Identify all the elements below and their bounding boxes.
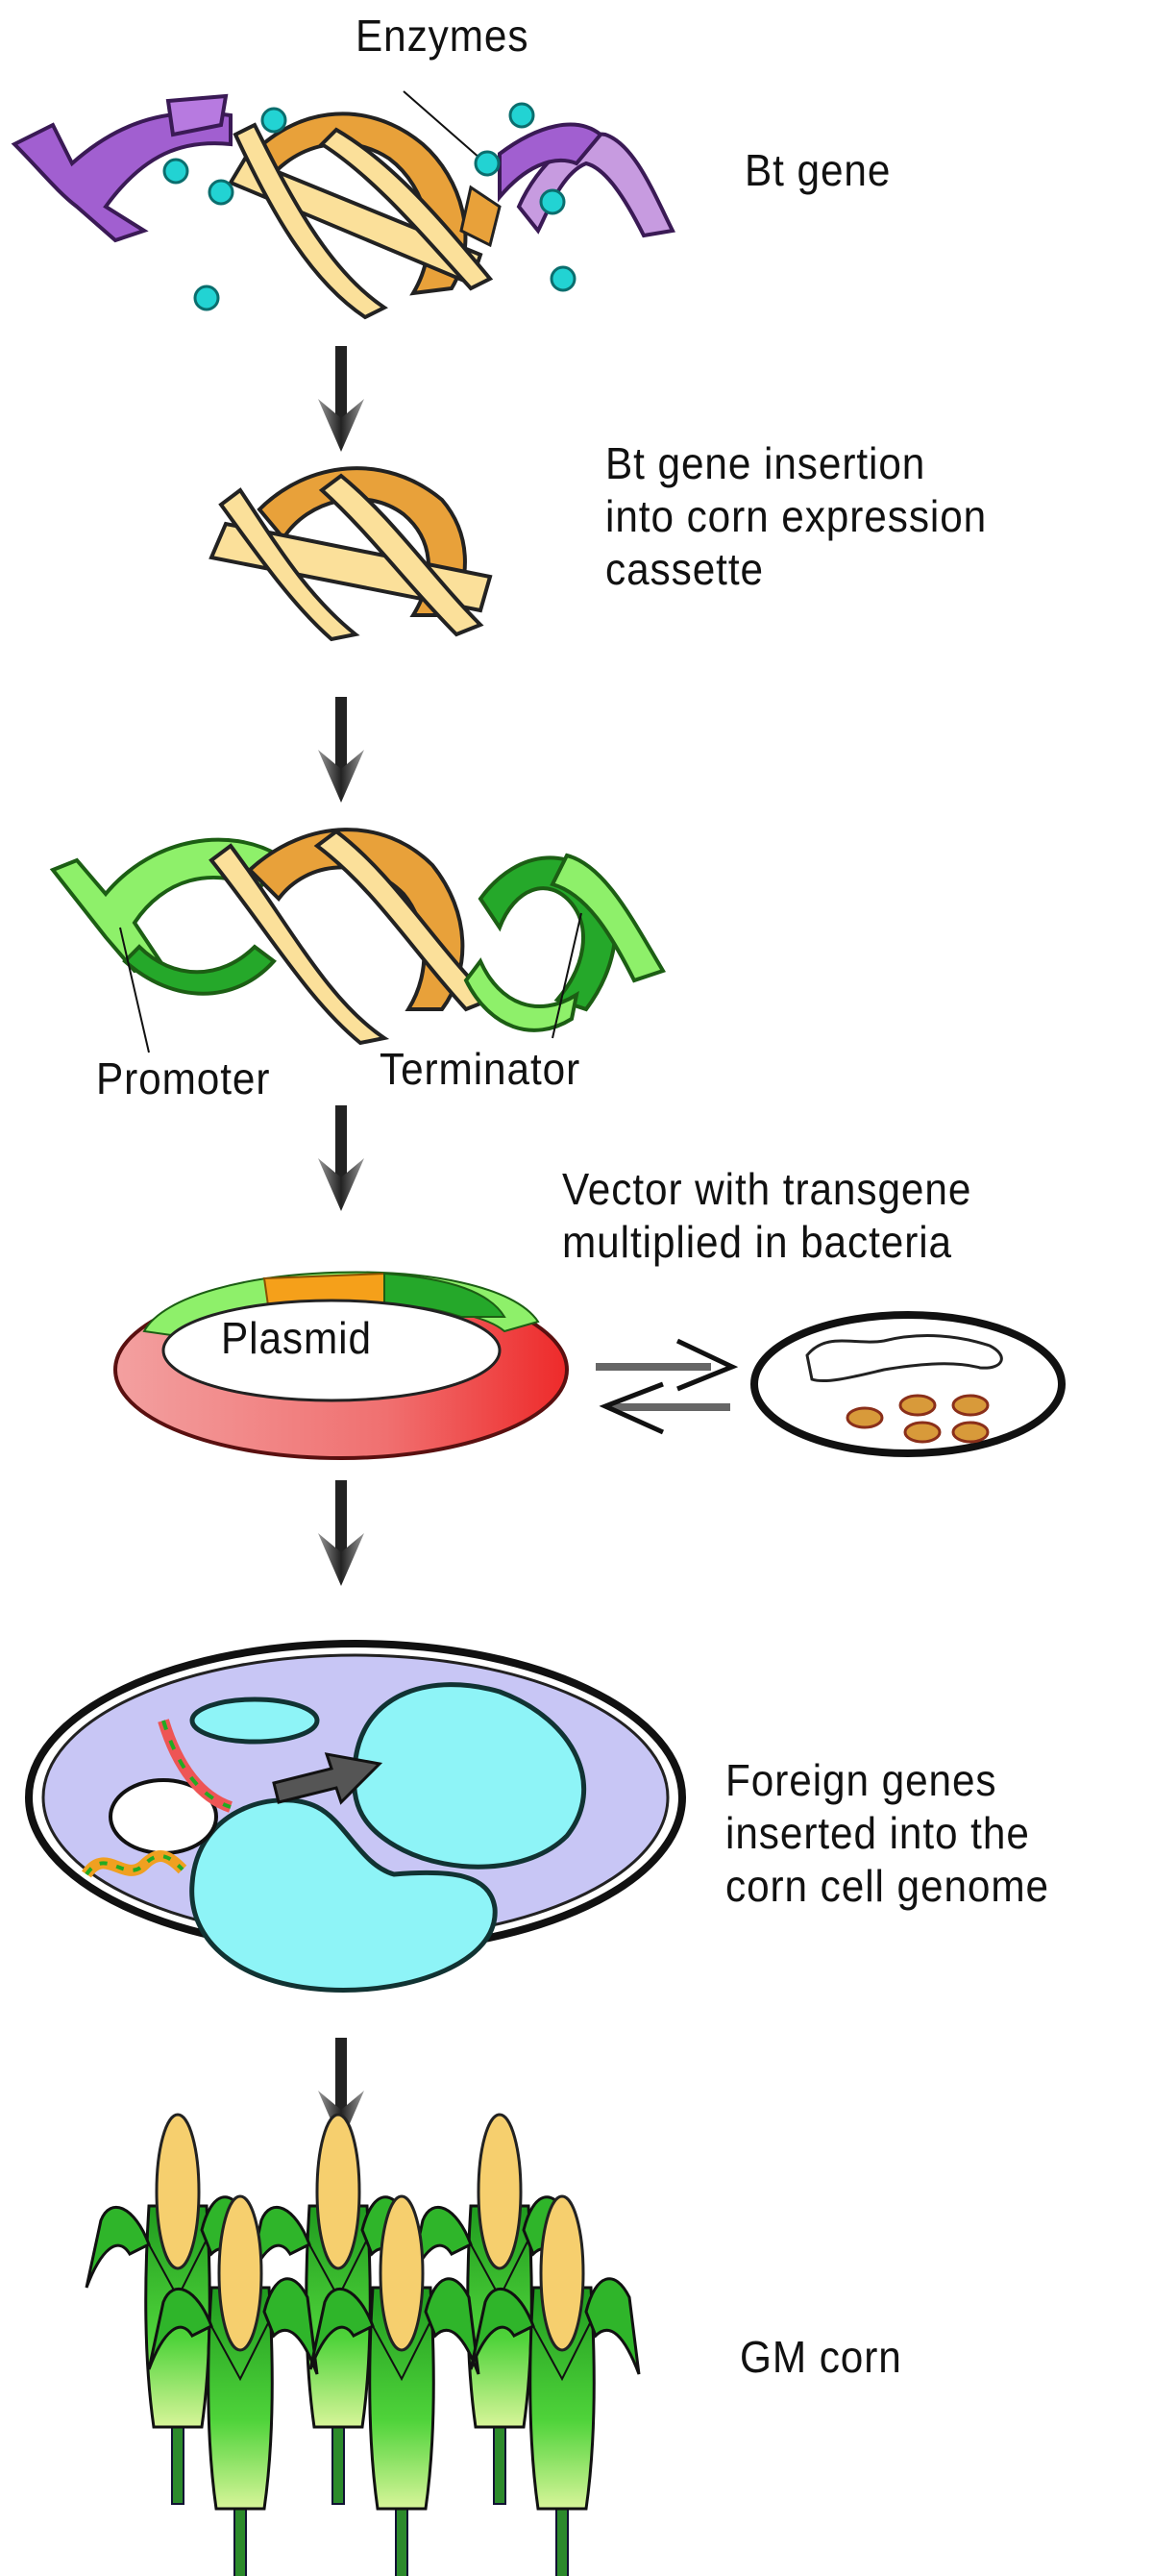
plasmid-icon <box>113 1271 569 1460</box>
vector-label-line-2: multiplied in bacteria <box>562 1217 953 1268</box>
arrow-down-4 <box>318 1480 364 1586</box>
exchange-arrows-icon <box>596 1338 739 1435</box>
enzymes-pointer-line <box>403 90 481 160</box>
foreign-genes-label-line-3: corn cell genome <box>725 1861 1050 1912</box>
foreign-genes-label-line-2: inserted into the <box>725 1808 1030 1859</box>
arrow-down-1 <box>318 346 364 452</box>
enzyme-dots <box>162 102 576 311</box>
insertion-label: Bt gene insertion into corn expression c… <box>605 437 1020 597</box>
insertion-label-line-3: cassette <box>605 544 764 595</box>
expression-cassette-icon <box>49 828 666 1053</box>
plant-cell-icon <box>25 1640 686 1993</box>
bt-dna-fragment-icon <box>209 466 493 642</box>
insertion-label-line-2: into corn expression <box>605 491 988 542</box>
foreign-genes-label: Foreign genes inserted into the corn cel… <box>725 1754 1077 1914</box>
promoter-label: Promoter <box>96 1053 271 1103</box>
plasmid-label: Plasmid <box>221 1313 372 1363</box>
enzymes-label: Enzymes <box>356 11 529 61</box>
bt-gene-dna-icon <box>11 90 675 320</box>
arrow-down-2 <box>318 697 364 803</box>
gm-corn-label: GM corn <box>740 2332 902 2382</box>
vector-label: Vector with transgene multiplied in bact… <box>562 1163 1007 1269</box>
bt-gene-label: Bt gene <box>745 145 892 195</box>
foreign-genes-label-line-1: Foreign genes <box>725 1755 997 1805</box>
terminator-pointer-line <box>552 912 582 1039</box>
terminator-label: Terminator <box>380 1044 581 1094</box>
insertion-arrow-icon <box>272 1752 383 1805</box>
corn-plants-icon <box>85 2113 641 2576</box>
arrow-down-3 <box>318 1105 364 1211</box>
bacterium-icon <box>750 1311 1066 1457</box>
promoter-pointer-line <box>119 927 150 1053</box>
insertion-label-line-1: Bt gene insertion <box>605 438 926 488</box>
vector-label-line-1: Vector with transgene <box>562 1164 972 1214</box>
